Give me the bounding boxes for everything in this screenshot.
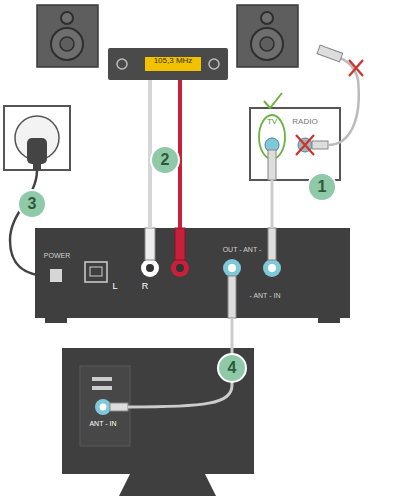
- radio-plug: [317, 45, 363, 76]
- receiver: [108, 48, 228, 80]
- speaker-right: [237, 5, 298, 67]
- receiver-display: 105,3 MHz: [108, 48, 228, 80]
- callout-number: 1: [307, 172, 337, 202]
- port-label: POWER: [39, 252, 75, 260]
- speaker-left: [37, 5, 98, 67]
- cable: [231, 318, 234, 348]
- port-label: RADIO: [290, 118, 320, 127]
- port-label: - ANT - IN: [243, 292, 287, 300]
- check-mark: [264, 93, 282, 108]
- port-label: ANT - IN: [80, 420, 126, 428]
- tv-set: [62, 348, 254, 496]
- channel-label: L: [105, 282, 125, 292]
- port-label: OUT - ANT -: [218, 246, 266, 254]
- callout-number: 4: [217, 353, 247, 383]
- channel-label: R: [135, 282, 155, 292]
- frequency-display: 105,3 MHz: [145, 57, 201, 66]
- callout-number: 3: [17, 189, 47, 219]
- antenna-socket: [250, 108, 340, 180]
- device-box: [35, 228, 350, 323]
- callout-number: 2: [150, 145, 180, 175]
- cable: [271, 180, 274, 228]
- power-outlet: [4, 106, 70, 170]
- tv-cable: [128, 348, 232, 407]
- port-label: TV: [262, 118, 282, 127]
- receiver-box: POWER LR OUT - ANT - - ANT - IN: [35, 228, 350, 318]
- antenna-wall-socket: TV RADIO: [250, 108, 340, 180]
